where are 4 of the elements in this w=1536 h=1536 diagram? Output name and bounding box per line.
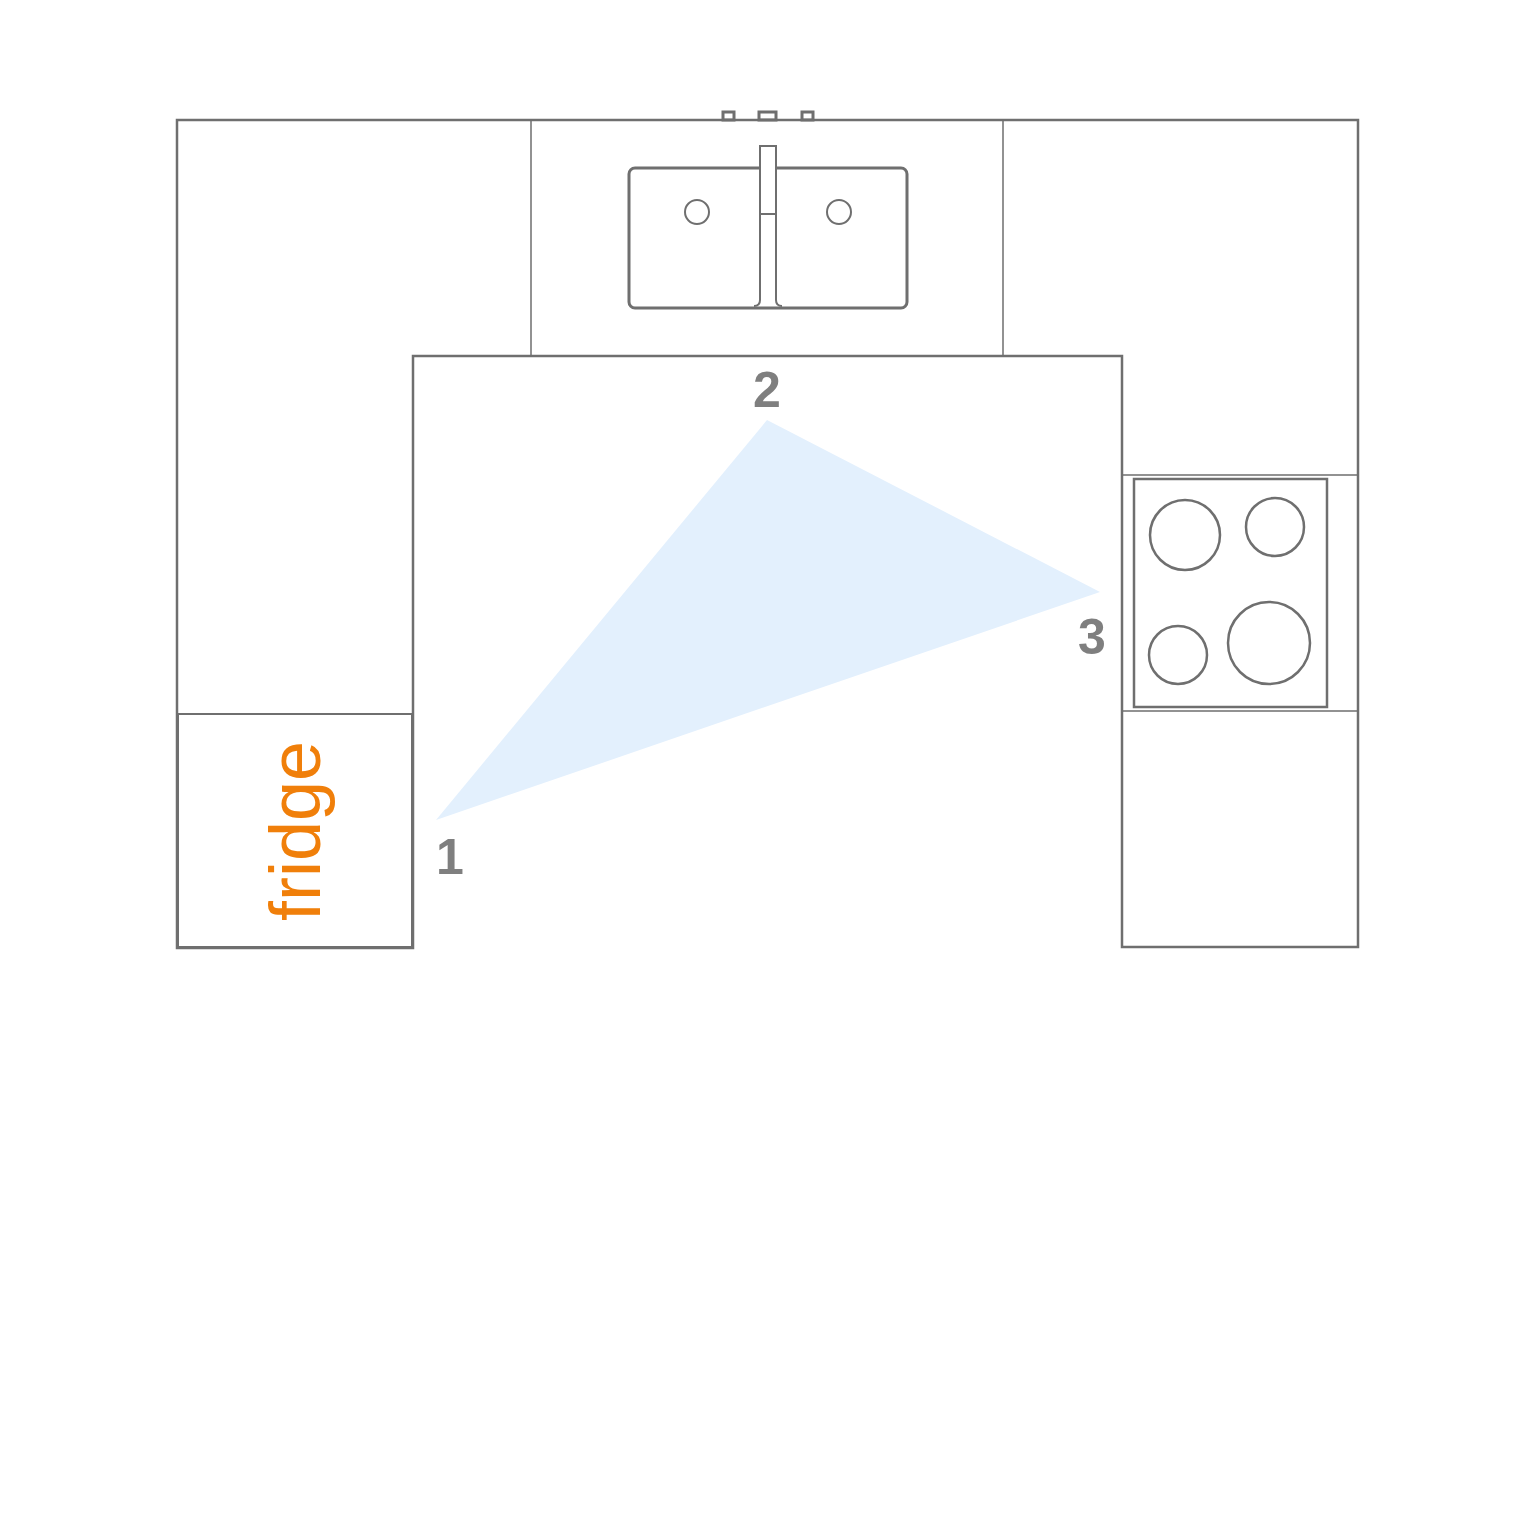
callout-number: 1: [436, 832, 464, 882]
fridge-cabinet: [177, 713, 413, 948]
callout-number: 3: [1078, 612, 1106, 662]
callout-number: 2: [753, 365, 781, 415]
